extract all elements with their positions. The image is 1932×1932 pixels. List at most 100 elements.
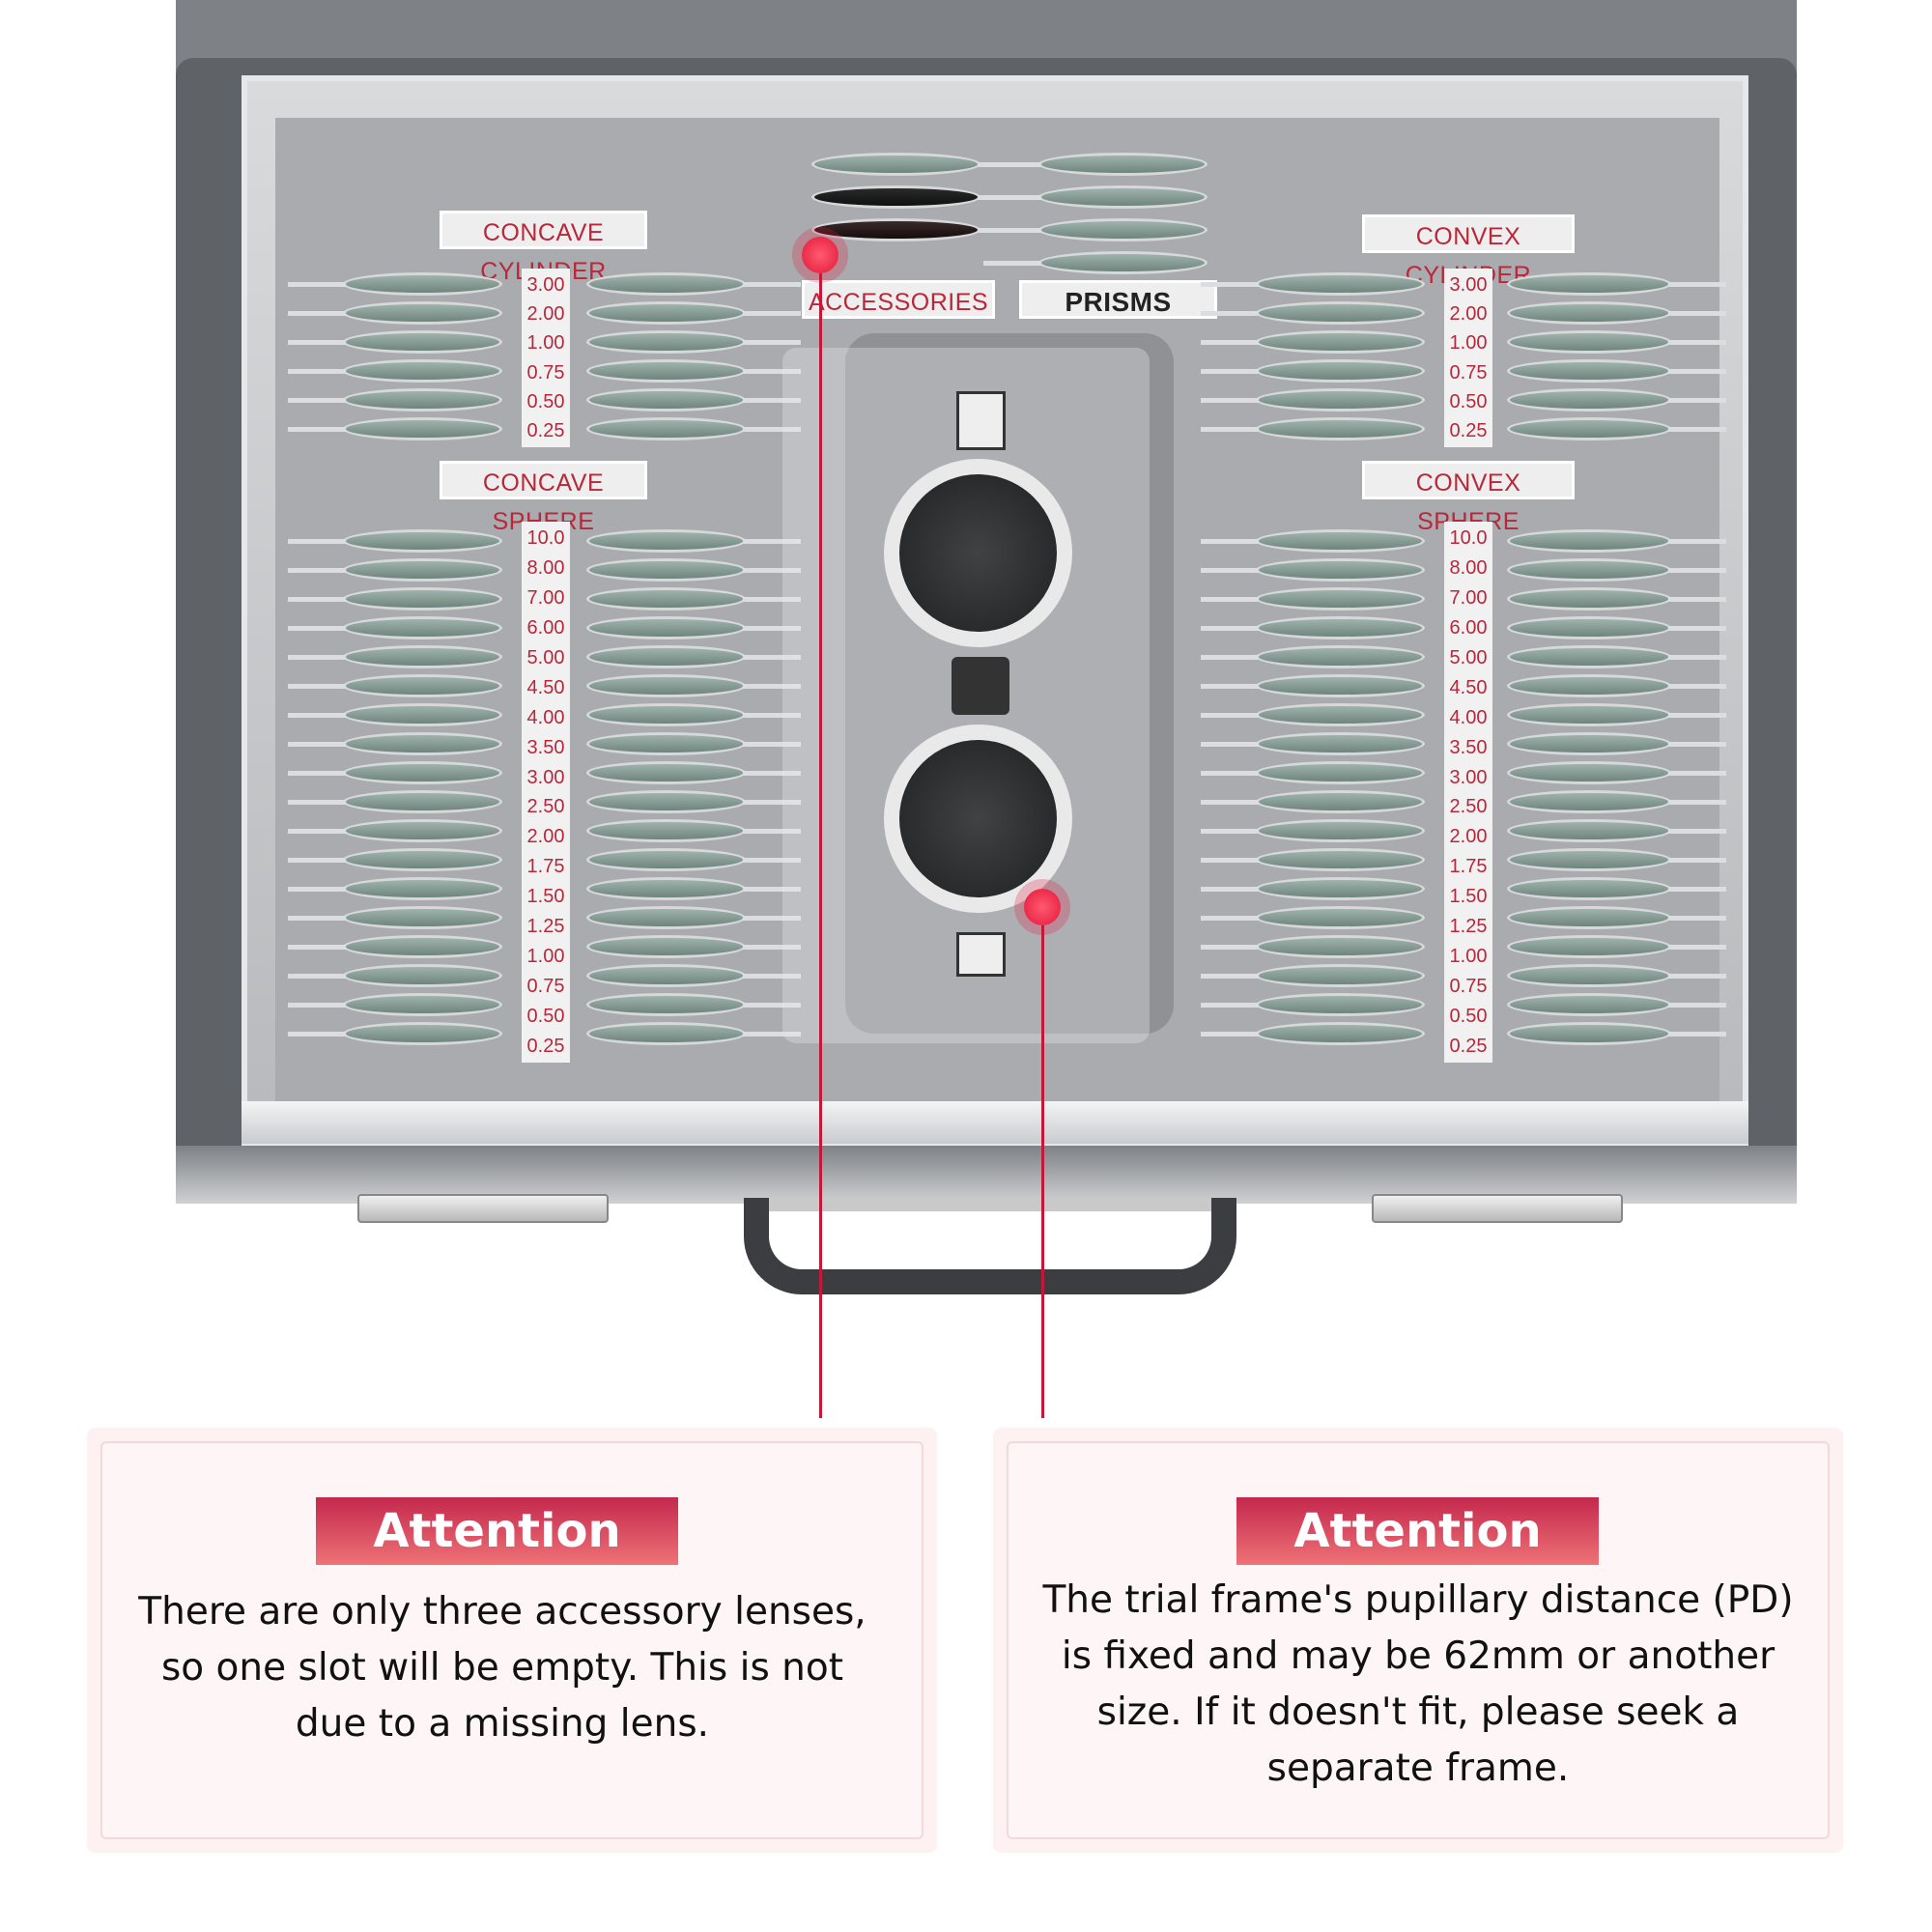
trial-lens[interactable] — [288, 272, 502, 296]
trial-lens[interactable] — [1201, 964, 1425, 987]
trial-lens[interactable] — [1201, 790, 1425, 813]
accessory-lens[interactable] — [811, 185, 1036, 209]
trial-lens[interactable] — [1201, 935, 1425, 958]
trial-lens[interactable] — [1507, 790, 1726, 813]
trial-lens[interactable] — [586, 877, 801, 900]
trial-lens[interactable] — [288, 877, 502, 900]
trial-lens[interactable] — [586, 674, 801, 697]
trial-lens[interactable] — [288, 359, 502, 383]
right-latch[interactable] — [1372, 1194, 1623, 1223]
trial-lens[interactable] — [288, 1022, 502, 1045]
trial-lens[interactable] — [1507, 993, 1726, 1016]
trial-lens[interactable] — [586, 616, 801, 639]
trial-lens[interactable] — [586, 964, 801, 987]
trial-lens[interactable] — [1201, 1022, 1425, 1045]
trial-lens[interactable] — [1201, 761, 1425, 784]
trial-lens[interactable] — [288, 935, 502, 958]
trial-lens[interactable] — [288, 674, 502, 697]
trial-lens[interactable] — [1507, 417, 1726, 440]
trial-lens[interactable] — [586, 848, 801, 871]
trial-lens[interactable] — [288, 645, 502, 668]
trial-lens[interactable] — [1201, 330, 1425, 354]
trial-lens[interactable] — [1201, 703, 1425, 726]
trial-lens[interactable] — [288, 587, 502, 611]
trial-lens[interactable] — [586, 993, 801, 1016]
trial-lens[interactable] — [288, 703, 502, 726]
prism-lens[interactable] — [983, 185, 1208, 209]
trial-lens[interactable] — [1507, 529, 1726, 553]
trial-lens[interactable] — [586, 587, 801, 611]
trial-lens[interactable] — [1201, 993, 1425, 1016]
trial-lens[interactable] — [1507, 935, 1726, 958]
trial-lens[interactable] — [586, 417, 801, 440]
trial-lens[interactable] — [1201, 301, 1425, 325]
trial-lens[interactable] — [288, 761, 502, 784]
trial-lens[interactable] — [1507, 761, 1726, 784]
case-handle[interactable] — [744, 1198, 1236, 1294]
trial-lens[interactable] — [1507, 964, 1726, 987]
trial-lens[interactable] — [1201, 359, 1425, 383]
trial-lens[interactable] — [1201, 529, 1425, 553]
trial-lens[interactable] — [288, 993, 502, 1016]
trial-lens[interactable] — [1201, 732, 1425, 755]
trial-lens[interactable] — [586, 935, 801, 958]
trial-lens[interactable] — [1201, 388, 1425, 412]
left-latch[interactable] — [357, 1194, 609, 1223]
prism-lens[interactable] — [983, 153, 1208, 176]
trial-lens[interactable] — [1507, 877, 1726, 900]
trial-lens[interactable] — [288, 790, 502, 813]
trial-lens[interactable] — [1201, 272, 1425, 296]
trial-lens[interactable] — [288, 301, 502, 325]
trial-lens[interactable] — [586, 761, 801, 784]
trial-lens[interactable] — [288, 558, 502, 582]
trial-lens[interactable] — [586, 732, 801, 755]
trial-lens[interactable] — [1507, 558, 1726, 582]
trial-lens[interactable] — [586, 558, 801, 582]
trial-lens[interactable] — [586, 645, 801, 668]
trial-lens[interactable] — [1507, 906, 1726, 929]
trial-lens[interactable] — [1507, 272, 1726, 296]
trial-lens[interactable] — [1507, 732, 1726, 755]
trial-lens[interactable] — [1507, 703, 1726, 726]
prism-lens[interactable] — [983, 251, 1208, 274]
trial-lens[interactable] — [586, 1022, 801, 1045]
trial-lens[interactable] — [586, 790, 801, 813]
trial-lens[interactable] — [1507, 616, 1726, 639]
trial-lens[interactable] — [288, 964, 502, 987]
trial-lens[interactable] — [1201, 417, 1425, 440]
trial-lens[interactable] — [1507, 819, 1726, 842]
trial-lens[interactable] — [1507, 301, 1726, 325]
trial-lens[interactable] — [586, 529, 801, 553]
trial-lens[interactable] — [1201, 906, 1425, 929]
trial-lens[interactable] — [1507, 1022, 1726, 1045]
trial-lens[interactable] — [1201, 877, 1425, 900]
trial-lens[interactable] — [1201, 616, 1425, 639]
trial-lens[interactable] — [1507, 330, 1726, 354]
trial-lens[interactable] — [1201, 558, 1425, 582]
trial-lens[interactable] — [1507, 359, 1726, 383]
trial-lens[interactable] — [288, 616, 502, 639]
trial-lens[interactable] — [288, 388, 502, 412]
trial-lens[interactable] — [1201, 587, 1425, 611]
trial-lens[interactable] — [1507, 674, 1726, 697]
trial-lens[interactable] — [288, 330, 502, 354]
accessory-lens[interactable] — [811, 218, 1036, 242]
trial-lens[interactable] — [1507, 587, 1726, 611]
prism-lens[interactable] — [983, 218, 1208, 242]
trial-lens[interactable] — [1507, 388, 1726, 412]
trial-lens[interactable] — [586, 819, 801, 842]
trial-lens[interactable] — [1201, 645, 1425, 668]
trial-lens[interactable] — [1507, 848, 1726, 871]
trial-lens[interactable] — [586, 906, 801, 929]
accessory-lens[interactable] — [811, 153, 1036, 176]
trial-frame-ring-upper[interactable] — [884, 459, 1072, 647]
trial-lens[interactable] — [1201, 819, 1425, 842]
trial-lens[interactable] — [586, 359, 801, 383]
trial-lens[interactable] — [1201, 848, 1425, 871]
trial-lens[interactable] — [586, 703, 801, 726]
trial-lens[interactable] — [288, 819, 502, 842]
trial-lens[interactable] — [586, 330, 801, 354]
trial-lens[interactable] — [288, 529, 502, 553]
trial-lens[interactable] — [586, 388, 801, 412]
trial-lens[interactable] — [288, 417, 502, 440]
